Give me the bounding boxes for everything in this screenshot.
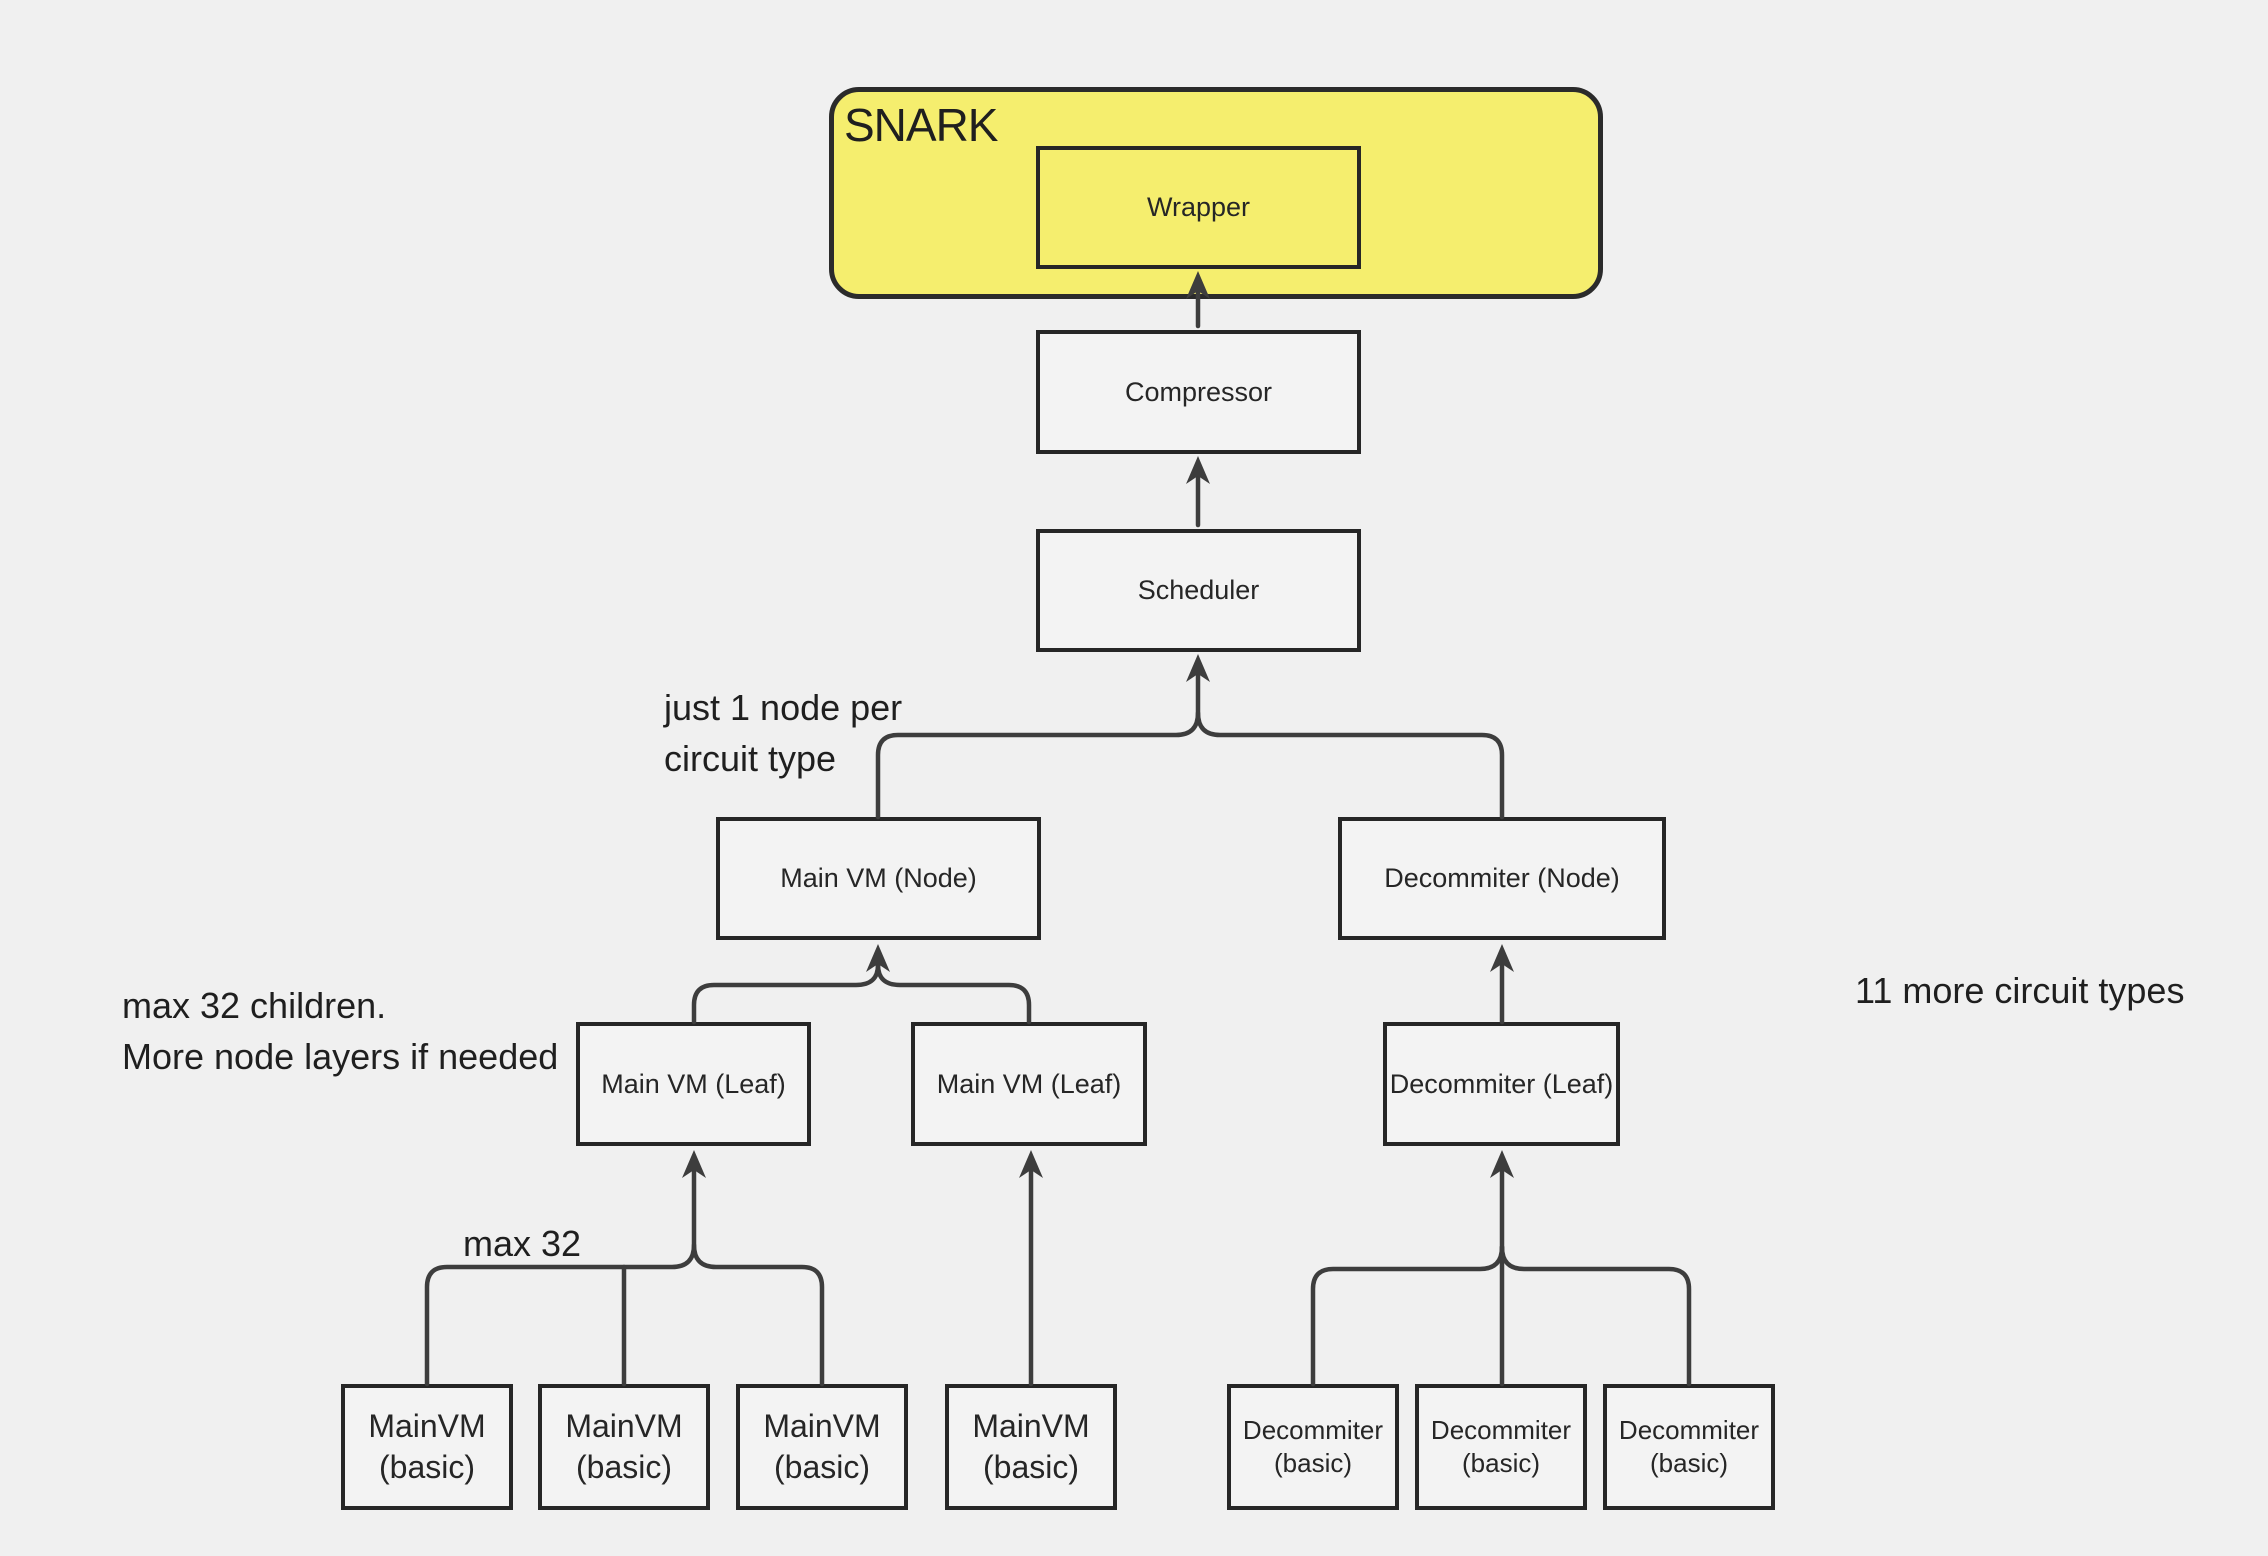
node-main-vm-leaf-2-label: Main VM (Leaf)	[936, 1068, 1122, 1099]
edge-decommiter-node-scheduler	[1195, 710, 1505, 820]
node-main-vm-basic-2-line1: MainVM	[565, 1408, 683, 1445]
node-scheduler-label: Scheduler	[1137, 575, 1260, 606]
snark-container: SNARK	[829, 87, 1603, 299]
node-decommiter-basic-1-line2: (basic)	[1273, 1448, 1352, 1478]
node-main-vm-basic-2: MainVM (basic)	[538, 1384, 710, 1510]
node-decommiter-node-label: Decommiter (Node)	[1384, 863, 1620, 894]
node-main-vm-basic-4-line1: MainVM	[972, 1408, 1090, 1445]
annotation-just-one-node: just 1 node per circuit type	[664, 687, 903, 780]
node-wrapper-label: Wrapper	[1146, 192, 1251, 223]
edge-decommiter-basic-1-leaf	[1310, 1244, 1505, 1387]
node-decommiter-basic-2: Decommiter (basic)	[1415, 1384, 1587, 1510]
arrow-up-icon	[1490, 944, 1514, 972]
node-main-vm-basic-1-line2: (basic)	[378, 1449, 475, 1485]
node-main-vm-leaf-1-label: Main VM (Leaf)	[601, 1068, 786, 1099]
node-main-vm-basic-1-line1: MainVM	[368, 1408, 486, 1445]
node-decommiter-basic-3: Decommiter (basic)	[1603, 1384, 1775, 1510]
node-compressor-label: Compressor	[1124, 376, 1273, 407]
node-wrapper: Wrapper	[1036, 146, 1361, 269]
node-decommiter-basic-2-line1: Decommiter	[1430, 1414, 1572, 1445]
node-decommiter-basic-1-line1: Decommiter	[1242, 1414, 1384, 1445]
node-decommiter-leaf-label: Decommiter (Leaf)	[1389, 1068, 1614, 1099]
node-decommiter-basic-3-line1: Decommiter	[1618, 1414, 1760, 1445]
node-decommiter-basic-1: Decommiter (basic)	[1227, 1384, 1399, 1510]
annotation-max-children: max 32 children. More node layers if nee…	[122, 985, 559, 1078]
node-decommiter-basic-2-line2: (basic)	[1461, 1448, 1540, 1478]
node-main-vm-basic-3-line1: MainVM	[763, 1408, 881, 1445]
node-scheduler: Scheduler	[1036, 529, 1361, 652]
arrow-up-icon	[1186, 456, 1210, 484]
node-main-vm-basic-1: MainVM (basic)	[341, 1384, 513, 1510]
snark-label: SNARK	[844, 99, 998, 151]
node-main-vm-basic-2-line2: (basic)	[575, 1449, 672, 1485]
node-main-vm-leaf-2: Main VM (Leaf)	[911, 1022, 1147, 1146]
node-main-vm-basic-4-line2: (basic)	[982, 1449, 1079, 1485]
node-main-vm-node: Main VM (Node)	[716, 817, 1041, 940]
node-main-vm-leaf-1: Main VM (Leaf)	[576, 1022, 811, 1146]
node-main-vm-node-label: Main VM (Node)	[780, 863, 977, 894]
edge-main-vm-basic-3-leaf	[691, 1242, 825, 1387]
node-decommiter-leaf: Decommiter (Leaf)	[1383, 1022, 1620, 1146]
node-decommiter-node: Decommiter (Node)	[1338, 817, 1666, 940]
node-main-vm-basic-4: MainVM (basic)	[945, 1384, 1117, 1510]
edge-main-vm-basic-1-leaf	[424, 1169, 697, 1387]
edge-decommiter-basic-3-leaf	[1499, 1244, 1692, 1387]
arrow-up-icon	[866, 944, 890, 972]
annotation-more-circuits: 11 more circuit types	[1855, 970, 2185, 1011]
edge-main-vm-leaf-1-node	[691, 962, 881, 1025]
node-compressor: Compressor	[1036, 330, 1361, 454]
node-main-vm-basic-3: MainVM (basic)	[736, 1384, 908, 1510]
node-decommiter-basic-3-line2: (basic)	[1649, 1448, 1728, 1478]
annotation-max-32: max 32	[463, 1223, 582, 1264]
node-main-vm-basic-3-line2: (basic)	[773, 1449, 870, 1485]
edge-main-vm-leaf-2-node	[875, 962, 1032, 1025]
arrow-up-icon	[1490, 1150, 1514, 1178]
arrow-up-icon	[1186, 654, 1210, 682]
arrow-up-icon	[1019, 1150, 1043, 1178]
arrow-up-icon	[682, 1150, 706, 1178]
edge-main-vm-node-scheduler	[875, 673, 1201, 820]
